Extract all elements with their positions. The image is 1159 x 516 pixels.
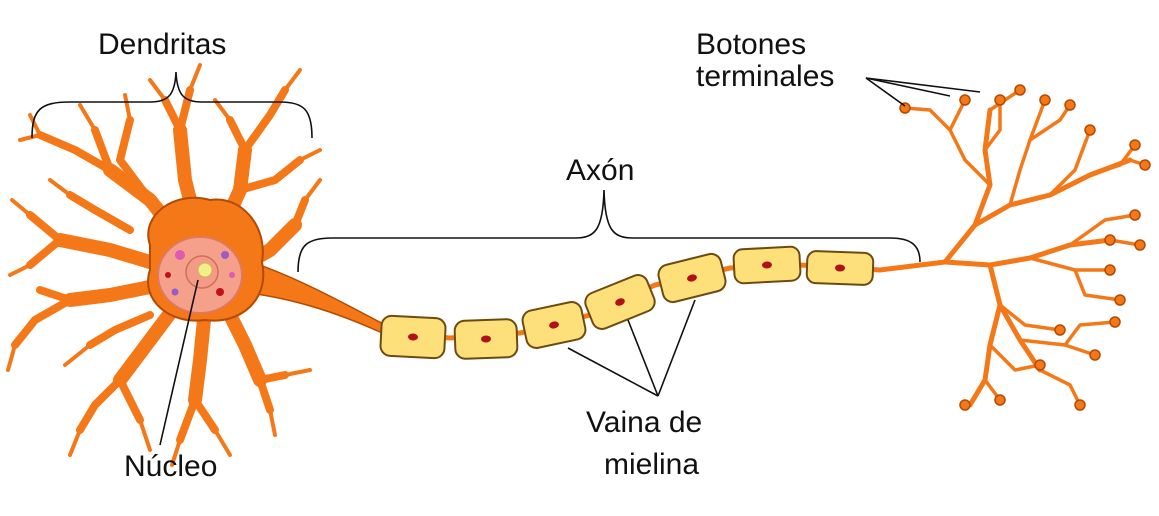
- axon-label: Axón: [566, 154, 634, 187]
- myelin-pointer: [657, 299, 696, 397]
- myelin-sheath: [379, 245, 875, 360]
- myelin-pointer: [627, 319, 659, 397]
- myelin-segment: [521, 301, 587, 349]
- myelin-segment: [379, 314, 447, 360]
- terminals-pointer: [865, 77, 951, 97]
- terminals-label-line2: terminales: [696, 60, 834, 93]
- myelin-pointer: [567, 347, 659, 397]
- nucleolus: [197, 262, 213, 278]
- myelin-segment: [453, 318, 519, 360]
- dendrites-brace: [31, 71, 313, 139]
- nucleus-pointer: [159, 279, 199, 446]
- terminals-pointer: [865, 77, 981, 93]
- dendrites-label: Dendritas: [98, 28, 226, 61]
- terminals-label-line1: Botones: [696, 28, 806, 61]
- terminals-pointer: [865, 77, 906, 107]
- myelin-segment: [805, 250, 875, 286]
- myelin-segment: [657, 252, 727, 304]
- myelin-segment: [584, 274, 656, 330]
- organelles: [165, 250, 235, 296]
- axon-brace: [297, 189, 921, 273]
- nucleus-label: Núcleo: [124, 450, 217, 483]
- myelin-label-line2: mielina: [604, 448, 699, 481]
- cell-body: [147, 196, 265, 322]
- myelin-label-line1: Vaina de: [586, 406, 702, 439]
- axon-terminals: [899, 84, 1151, 411]
- myelin-segment: [732, 245, 802, 285]
